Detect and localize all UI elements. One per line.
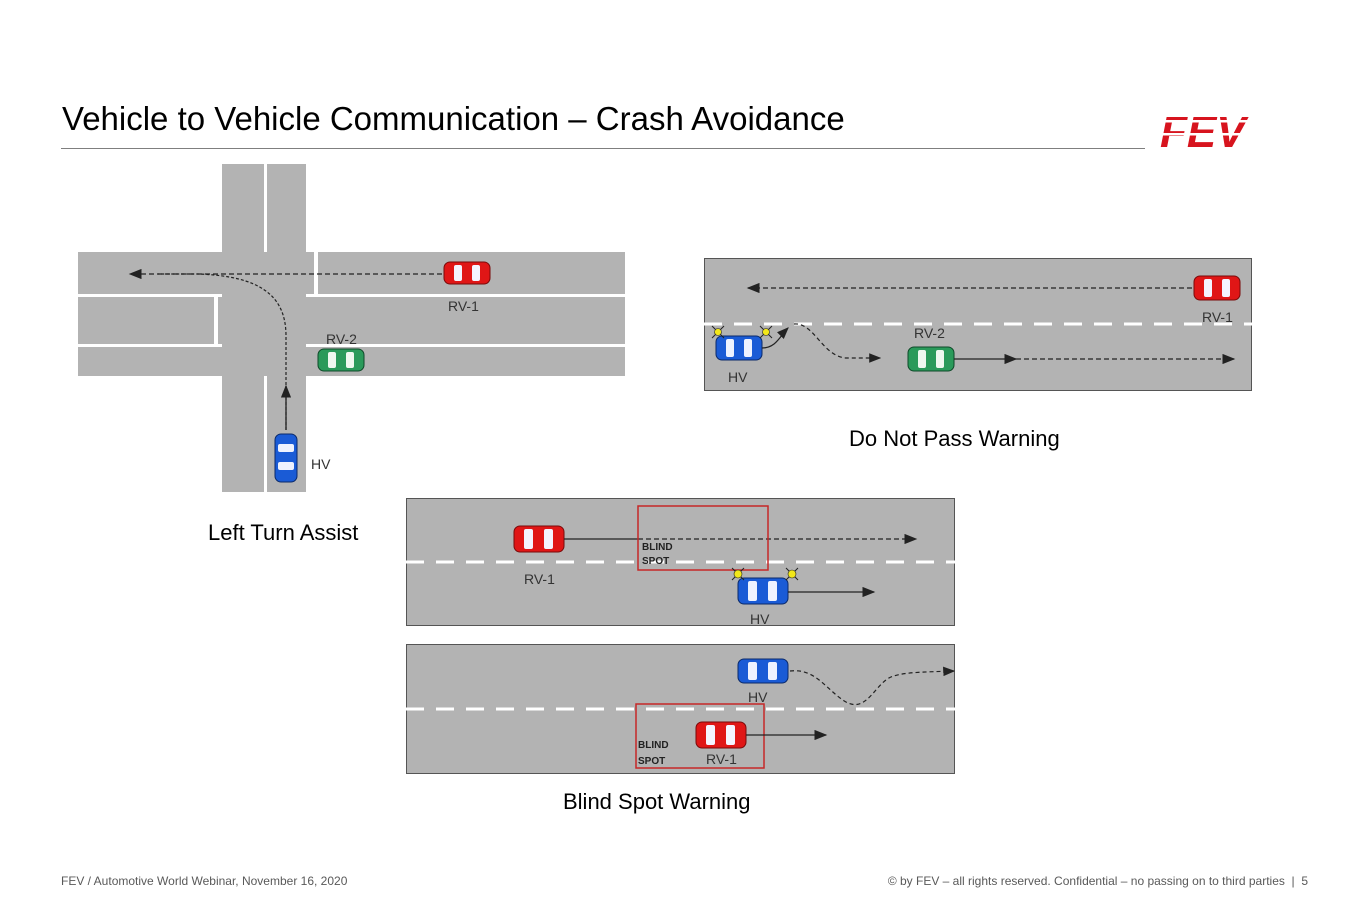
rv1-label: RV-1 (1202, 309, 1233, 325)
logo-text: FEV (1160, 108, 1249, 153)
rv1-vehicle (695, 721, 747, 749)
hv-vehicle (737, 577, 789, 605)
left-turn-caption: Left Turn Assist (208, 520, 359, 545)
footer-right: © by FEV – all rights reserved. Confiden… (887, 874, 1308, 888)
rv2-vehicle (907, 346, 955, 372)
rv2-vehicle (317, 348, 365, 372)
blind-spot-zone (635, 703, 765, 769)
hv-label: HV (311, 456, 331, 472)
blind-spot-label-line1: BLIND (638, 740, 669, 751)
do-not-pass-caption: Do Not Pass Warning (849, 426, 1060, 451)
rv1-label: RV-1 (448, 298, 479, 314)
blind-spot-zone (637, 505, 769, 571)
rv1-vehicle (513, 525, 565, 553)
hv-label: HV (750, 611, 770, 627)
rv1-vehicle (1193, 275, 1241, 301)
rv2-label: RV-2 (326, 331, 357, 347)
left-turn-diagram: RV-1 RV-2 HV (78, 164, 625, 492)
rv1-label: RV-1 (706, 751, 737, 767)
hv-vehicle (274, 433, 298, 483)
rv2-label: RV-2 (914, 325, 945, 341)
hv-vehicle (737, 658, 789, 684)
do-not-pass-diagram: RV-1 HV RV-2 (704, 258, 1252, 391)
warning-flash-icon (711, 325, 773, 339)
warning-flash-icon (731, 567, 799, 581)
footer-left: FEV / Automotive World Webinar, November… (61, 874, 348, 888)
blind-spot-caption: Blind Spot Warning (563, 789, 751, 814)
blind-spot-label-line2: SPOT (638, 756, 665, 767)
blind-spot-label-line2: SPOT (642, 556, 669, 567)
hv-label: HV (748, 689, 768, 705)
title-divider (61, 148, 1145, 149)
rv1-label: RV-1 (524, 571, 555, 587)
hv-label: HV (728, 369, 748, 385)
page-title: Vehicle to Vehicle Communication – Crash… (62, 100, 845, 137)
blind-spot-label-line1: BLIND (642, 542, 673, 553)
rv1-vehicle (443, 261, 491, 285)
blind-spot-diagram-1: RV-1 BLIND SPOT HV (406, 498, 956, 627)
fev-logo: FEV (1158, 108, 1288, 153)
hv-vehicle (715, 335, 763, 361)
blind-spot-diagram-2: HV BLIND SPOT RV-1 (406, 644, 956, 774)
